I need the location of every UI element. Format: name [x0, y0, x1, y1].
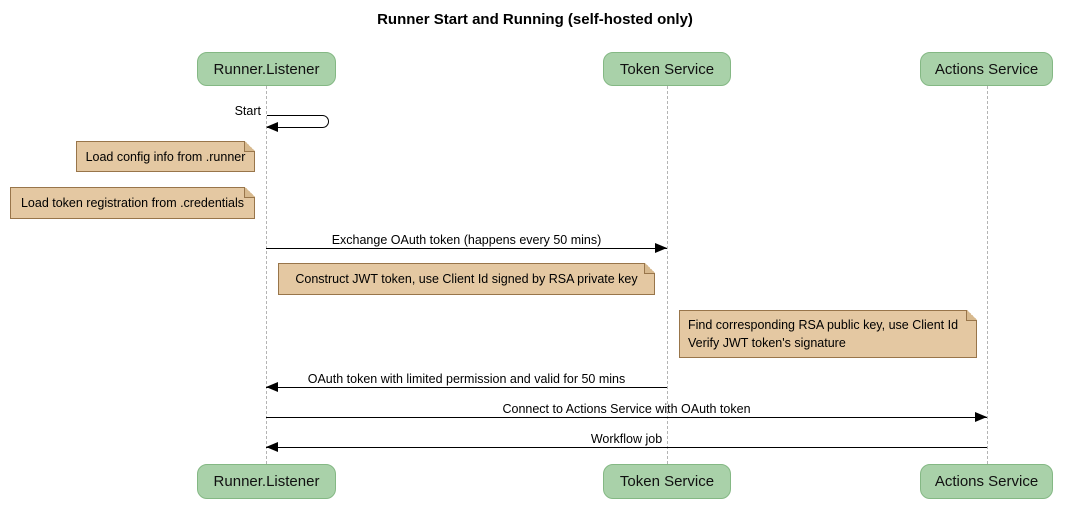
participant-actions-service-top: Actions Service [920, 52, 1053, 86]
note-verify-jwt-line-2: Verify JWT token's signature [688, 336, 846, 350]
message-start-self-loop [267, 115, 329, 128]
message-oauth-token-return-arrowhead [266, 382, 278, 392]
message-connect-actions-line [266, 417, 987, 418]
message-exchange-oauth-label: Exchange OAuth token (happens every 50 m… [331, 233, 602, 247]
note-verify-jwt: Find corresponding RSA public key, use C… [679, 310, 977, 358]
diagram-title: Runner Start and Running (self-hosted on… [377, 11, 693, 28]
message-start-arrowhead [266, 122, 278, 132]
participant-actions-service-bottom: Actions Service [920, 464, 1053, 499]
message-workflow-job-arrowhead [266, 442, 278, 452]
participant-token-service-bottom: Token Service [603, 464, 731, 499]
message-exchange-oauth-arrowhead [655, 243, 667, 253]
participant-token-service-top: Token Service [603, 52, 731, 86]
note-verify-jwt-line-1: Find corresponding RSA public key, use C… [688, 317, 959, 332]
message-connect-actions-label: Connect to Actions Service with OAuth to… [502, 402, 751, 416]
participant-runner-listener-bottom: Runner.Listener [197, 464, 336, 499]
message-start-label: Start [234, 104, 261, 118]
message-oauth-token-return-line [266, 387, 667, 388]
message-workflow-job-line [266, 447, 987, 448]
lifeline-token-service [667, 86, 668, 464]
message-exchange-oauth-line [266, 248, 667, 249]
message-connect-actions-arrowhead [975, 412, 987, 422]
lifeline-runner-listener [266, 86, 267, 464]
note-construct-jwt: Construct JWT token, use Client Id signe… [278, 263, 655, 295]
message-workflow-job-label: Workflow job [590, 432, 663, 446]
lifeline-actions-service [987, 86, 988, 464]
note-load-token-registration: Load token registration from .credential… [10, 187, 255, 219]
participant-runner-listener-top: Runner.Listener [197, 52, 336, 86]
note-load-config: Load config info from .runner [76, 141, 255, 172]
message-oauth-token-return-label: OAuth token with limited permission and … [307, 372, 626, 386]
